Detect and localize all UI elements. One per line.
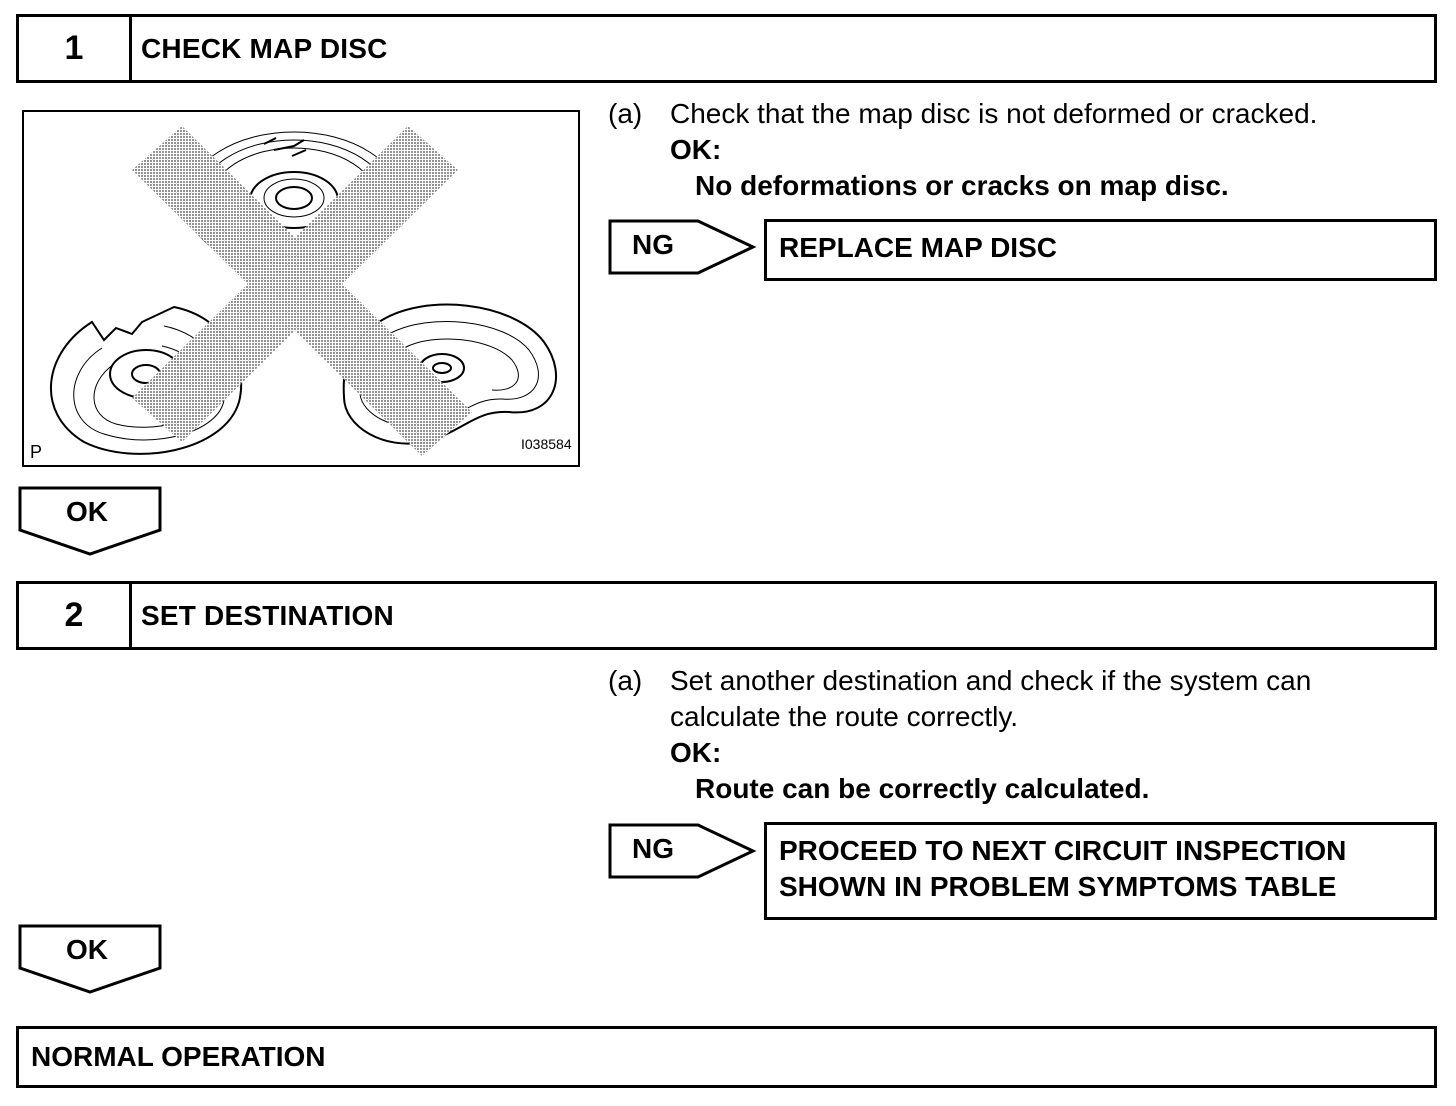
step-2-ok-criteria: Route can be correctly calculated. <box>695 773 1150 804</box>
step-2-instruction-letter: (a) <box>608 665 643 696</box>
cross-out-mark <box>132 126 472 456</box>
step-2-instruction: (a) Set another destination and check if… <box>608 663 1438 811</box>
step-2-ok-label: OK <box>66 934 108 965</box>
step-2-header: 2 SET DESTINATION <box>16 581 1437 650</box>
step-1-header: 1 CHECK MAP DISC <box>16 14 1437 83</box>
ok-arrow-shape <box>18 924 162 994</box>
step-1-ng-result: REPLACE MAP DISC <box>764 219 1437 281</box>
step-1-instruction-text: Check that the map disc is not deformed … <box>670 98 1318 129</box>
warped-disc <box>342 303 558 445</box>
step-1-ok-criteria: No deformations or cracks on map disc. <box>695 170 1229 201</box>
step-2-ok-arrow: OK <box>18 924 162 994</box>
figure-corner-letter: P <box>30 442 43 462</box>
step-1-ng-arrow: NG <box>608 219 758 275</box>
step-2-ng-result: PROCEED TO NEXT CIRCUIT INSPECTION SHOWN… <box>764 822 1437 920</box>
ok-arrow-shape <box>18 486 162 556</box>
normal-operation-label: NORMAL OPERATION <box>31 1041 326 1072</box>
step-2-ok-criteria-label: OK: <box>670 737 722 768</box>
step-2-instruction-text: Set another destination and check if the… <box>670 665 1312 732</box>
step-1-number: 1 <box>19 17 132 80</box>
step-1-ok-arrow: OK <box>18 486 162 556</box>
ng-arrow-shape <box>608 823 757 879</box>
step-2-ng-result-line-1: PROCEED TO NEXT CIRCUIT INSPECTION <box>779 835 1347 866</box>
step-1-ng-label: NG <box>632 229 674 260</box>
step-2-ng-label: NG <box>632 833 674 864</box>
step-1-ok-label: OK <box>66 496 108 527</box>
step-2-ng-arrow: NG <box>608 823 758 879</box>
damaged-discs-image <box>50 126 558 456</box>
step-1-instruction-letter: (a) <box>608 98 643 129</box>
map-disc-illustration: P I038584 <box>22 110 580 467</box>
step-1-title: CHECK MAP DISC <box>141 32 388 64</box>
step-2-number: 2 <box>19 584 132 647</box>
step-1-ng-result-text: REPLACE MAP DISC <box>779 232 1057 263</box>
step-2-title: SET DESTINATION <box>141 599 394 631</box>
step-2-ng-result-line-2: SHOWN IN PROBLEM SYMPTOMS TABLE <box>779 871 1337 902</box>
normal-operation-result: NORMAL OPERATION <box>16 1026 1437 1088</box>
figure-code: I038584 <box>521 436 572 452</box>
step-1-instruction: (a) Check that the map disc is not defor… <box>608 96 1438 208</box>
ng-arrow-shape <box>608 219 757 275</box>
step-1-ok-criteria-label: OK: <box>670 134 722 165</box>
